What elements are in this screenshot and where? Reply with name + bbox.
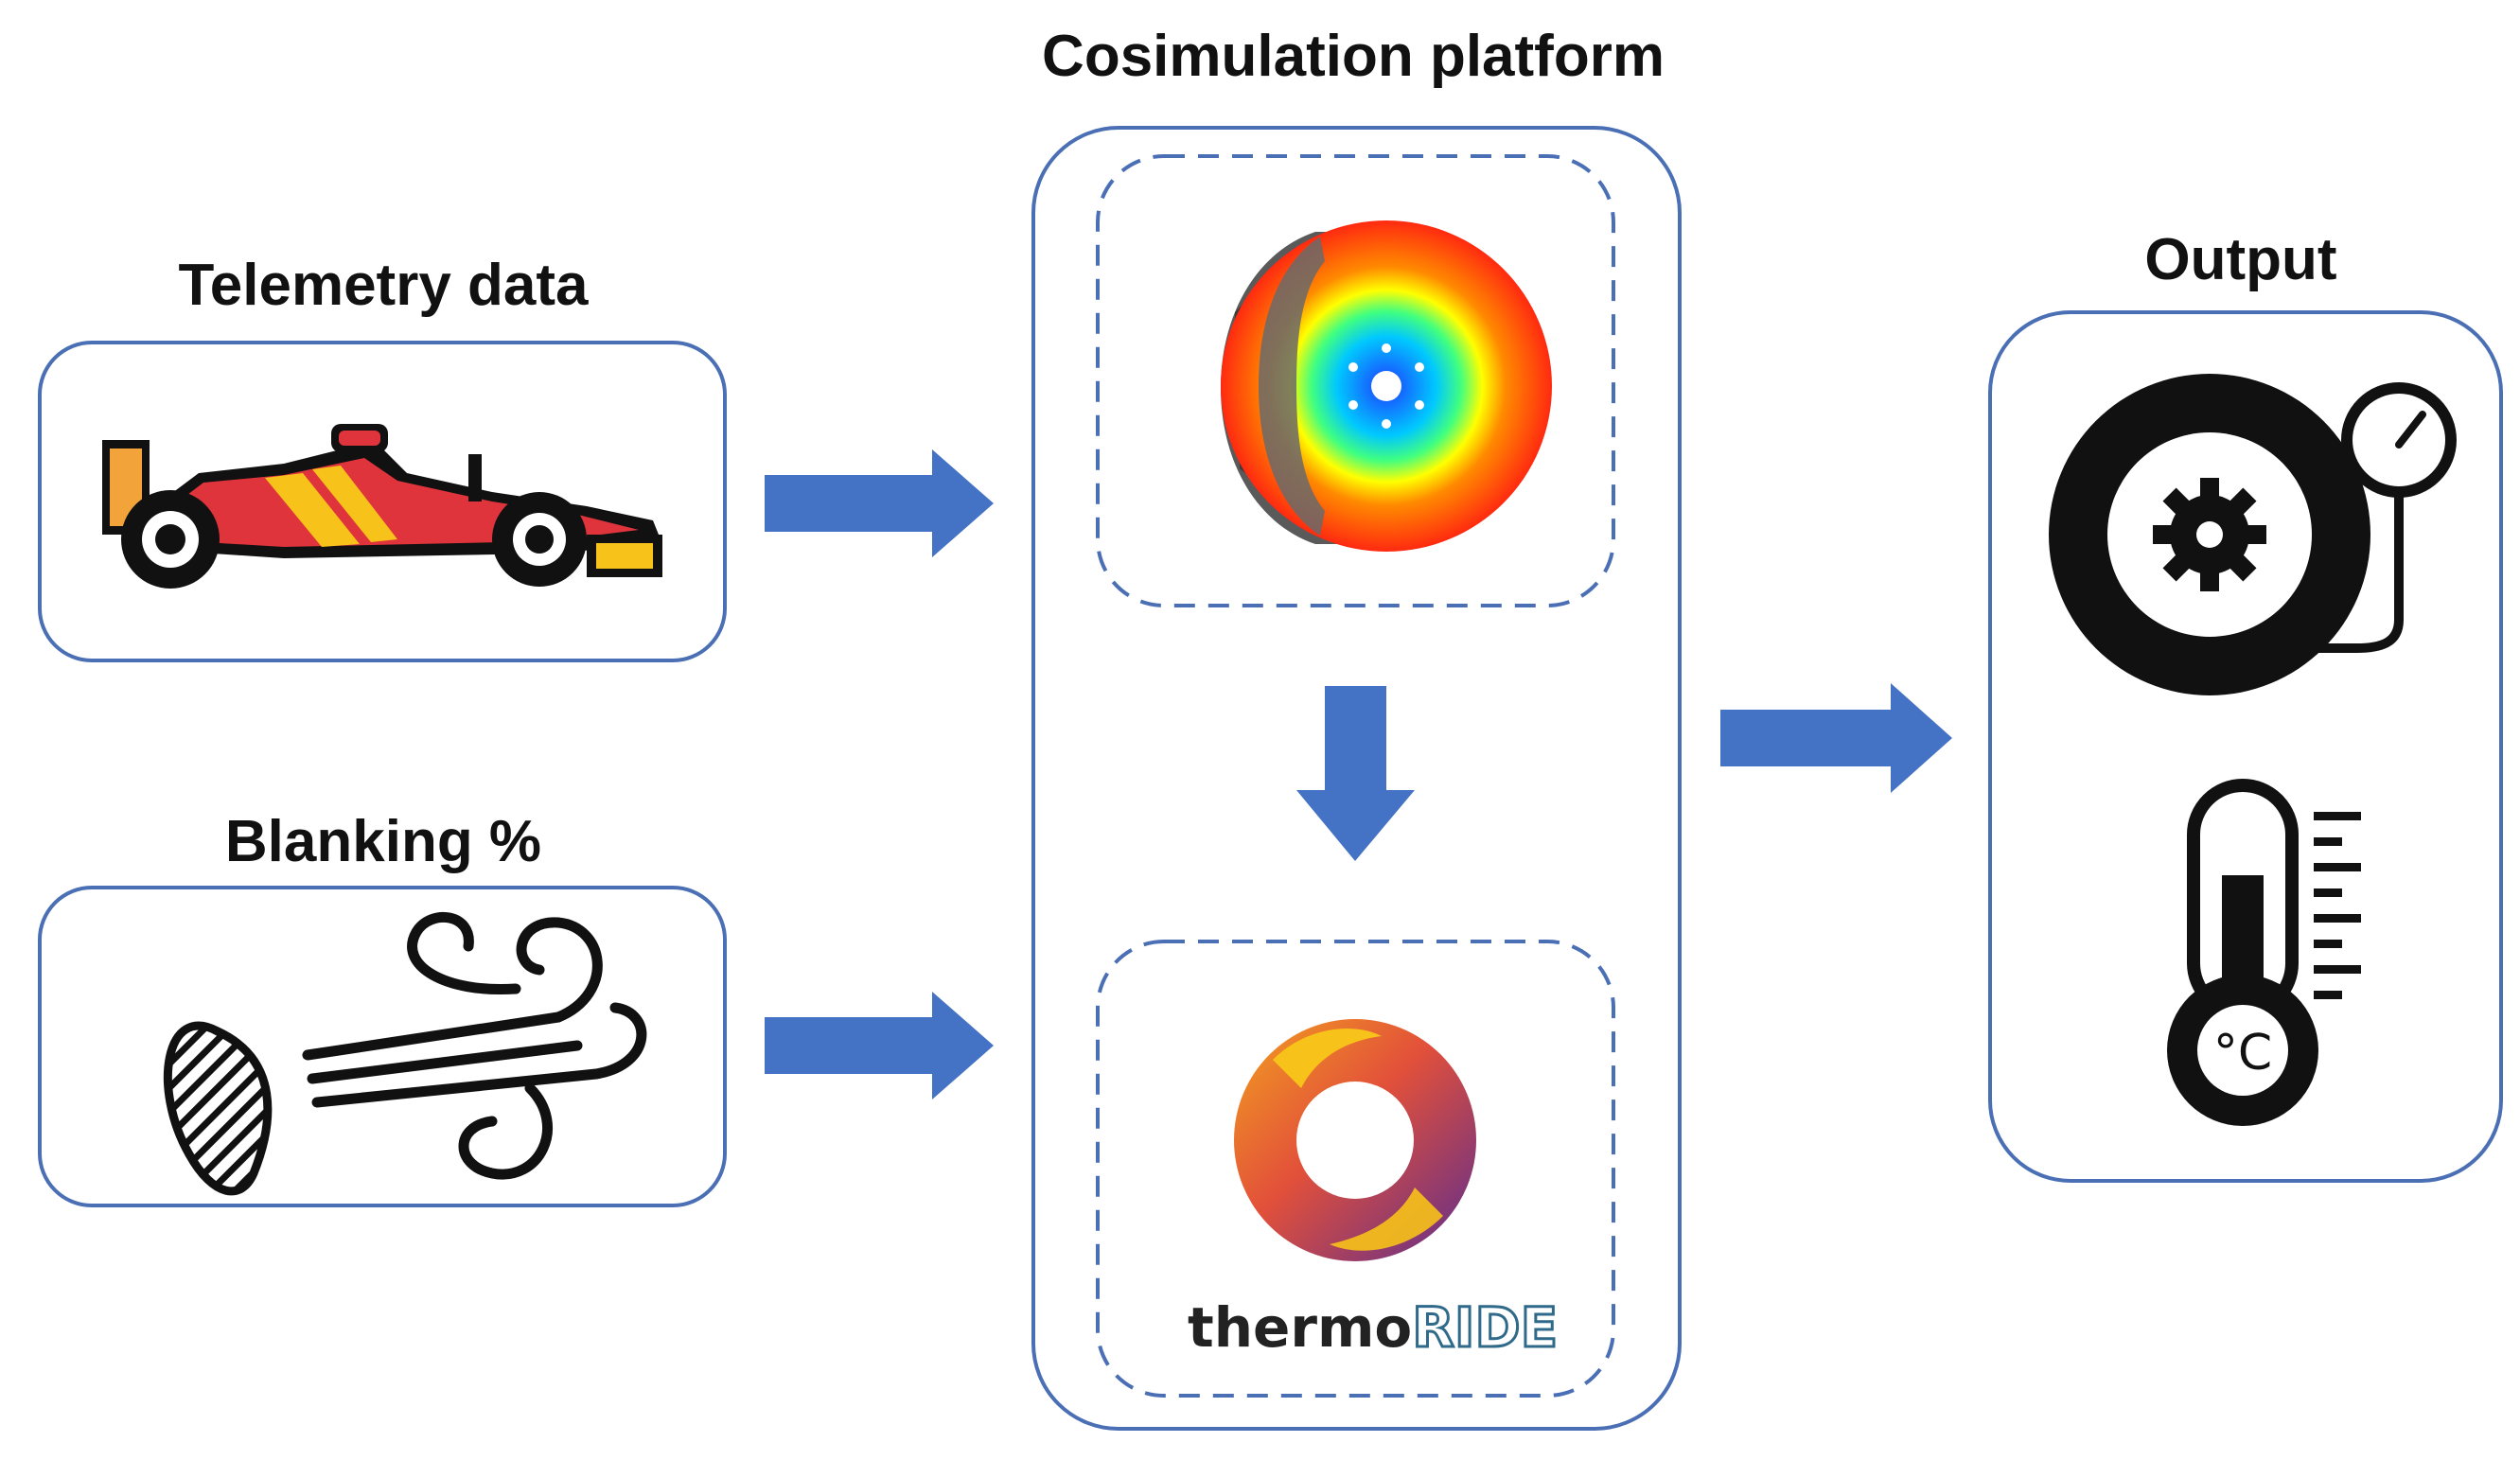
cosimulation-title: Cosimulation platform	[1042, 24, 1665, 89]
arrow-telemetry-to-cosim	[765, 449, 994, 557]
output-title: Output	[2144, 227, 2336, 292]
tire-pressure-gauge-icon	[2049, 374, 2457, 695]
logo-text-thermo: thermo	[1188, 1295, 1412, 1360]
software-subbox	[1096, 940, 1615, 1398]
logo-text-ride: RIDE	[1412, 1295, 1558, 1360]
thermoride-logo: thermoRIDE	[1188, 1019, 1560, 1362]
arrow-blanking-to-cosim	[765, 992, 994, 1099]
arrow-cosim-to-output	[1720, 683, 1952, 793]
blanking-box	[38, 886, 727, 1207]
svg-text:°C: °C	[2213, 1025, 2272, 1082]
output-box	[1988, 310, 2503, 1183]
telemetry-box	[38, 341, 727, 662]
svg-text:thermoRIDE: thermoRIDE	[1188, 1295, 1558, 1360]
telemetry-title: Telemetry data	[178, 253, 589, 318]
brake-disc-thermal-icon	[1221, 220, 1552, 552]
thermometer-celsius-icon: °C	[2167, 779, 2361, 1126]
race-car-icon	[102, 424, 662, 589]
simulation-subbox	[1096, 154, 1615, 607]
cosimulation-box	[1031, 126, 1682, 1431]
arrow-simulation-to-software	[1296, 686, 1415, 861]
blanking-title: Blanking %	[225, 809, 541, 874]
airflow-icon	[163, 912, 647, 1196]
